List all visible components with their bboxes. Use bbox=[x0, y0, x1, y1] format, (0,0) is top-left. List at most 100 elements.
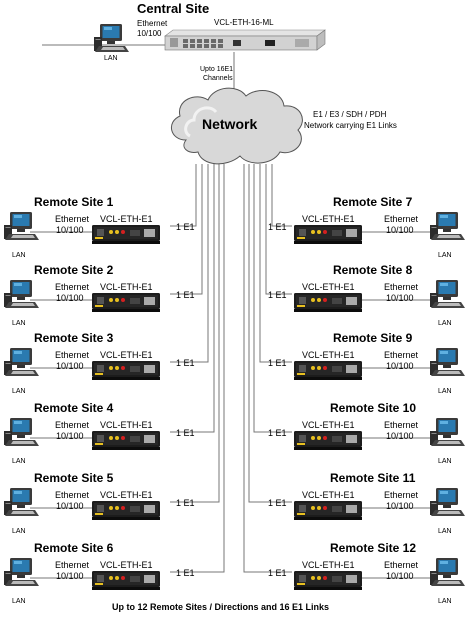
speed-label: 10/100 bbox=[56, 225, 84, 235]
e1-link-label: 1 E1 bbox=[268, 498, 287, 508]
remote-sites: Remote Site 1LANEthernet10/100VCL-ETH-E1… bbox=[4, 195, 465, 605]
ethernet-label: Ethernet bbox=[384, 560, 419, 570]
ethernet-label: Ethernet bbox=[55, 350, 90, 360]
remote-site-title: Remote Site 6 bbox=[34, 541, 114, 555]
remote-site-title: Remote Site 7 bbox=[333, 195, 413, 209]
lan-computer-icon bbox=[4, 488, 39, 516]
e1-link-label: 1 E1 bbox=[176, 358, 195, 368]
vcl-eth-e1-device-icon bbox=[294, 571, 362, 590]
e1-link-label: 1 E1 bbox=[268, 290, 287, 300]
device-label: VCL-ETH-E1 bbox=[302, 214, 355, 224]
lan-computer-icon bbox=[430, 280, 465, 308]
device-label: VCL-ETH-E1 bbox=[302, 560, 355, 570]
lan-computer-icon bbox=[4, 212, 39, 240]
remote-site-title: Remote Site 4 bbox=[34, 401, 114, 415]
lan-label: LAN bbox=[438, 458, 452, 465]
ethernet-label: Ethernet bbox=[384, 490, 419, 500]
lan-label: LAN bbox=[438, 528, 452, 535]
e1-link-label: 1 E1 bbox=[176, 428, 195, 438]
vcl-eth-e1-device-icon bbox=[92, 501, 160, 520]
speed-label: 10/100 bbox=[386, 293, 414, 303]
vcl-eth-e1-device-icon bbox=[92, 225, 160, 244]
lan-label: LAN bbox=[12, 388, 26, 395]
lan-label: LAN bbox=[12, 598, 26, 605]
vcl-eth-e1-device-icon bbox=[92, 361, 160, 380]
vcl-eth-e1-device-icon bbox=[294, 293, 362, 312]
lan-label: LAN bbox=[438, 320, 452, 327]
e1-link-label: 1 E1 bbox=[176, 568, 195, 578]
central-speed-label: 10/100 bbox=[137, 29, 162, 38]
remote-site-title: Remote Site 9 bbox=[333, 331, 413, 345]
lan-computer-icon bbox=[4, 280, 39, 308]
device-label: VCL-ETH-E1 bbox=[100, 282, 153, 292]
remote-site: Remote Site 11LANEthernet10/100VCL-ETH-E… bbox=[268, 471, 465, 535]
central-lan-computer-icon bbox=[94, 24, 129, 52]
speed-label: 10/100 bbox=[56, 501, 84, 511]
vcl-eth-e1-device-icon bbox=[92, 571, 160, 590]
device-label: VCL-ETH-E1 bbox=[100, 350, 153, 360]
e1-link-label: 1 E1 bbox=[268, 222, 287, 232]
lan-label: LAN bbox=[12, 252, 26, 259]
device-label: VCL-ETH-E1 bbox=[100, 560, 153, 570]
e1-link-label: 1 E1 bbox=[268, 358, 287, 368]
vcl-eth-e1-device-icon bbox=[294, 361, 362, 380]
vcl-eth-e1-device-icon bbox=[92, 293, 160, 312]
device-label: VCL-ETH-E1 bbox=[302, 282, 355, 292]
remote-site-title: Remote Site 3 bbox=[34, 331, 114, 345]
device-label: VCL-ETH-E1 bbox=[100, 214, 153, 224]
lan-computer-icon bbox=[430, 348, 465, 376]
remote-site: Remote Site 9LANEthernet10/100VCL-ETH-E1… bbox=[268, 331, 465, 395]
e1-link-label: 1 E1 bbox=[176, 498, 195, 508]
device-label: VCL-ETH-E1 bbox=[302, 350, 355, 360]
remote-site-title: Remote Site 5 bbox=[34, 471, 114, 485]
lan-computer-icon bbox=[430, 418, 465, 446]
speed-label: 10/100 bbox=[386, 501, 414, 511]
network-desc-line2: Network carrying E1 Links bbox=[304, 121, 397, 130]
lan-label: LAN bbox=[12, 458, 26, 465]
lan-label: LAN bbox=[12, 320, 26, 327]
network-cloud-icon bbox=[171, 87, 303, 165]
lan-computer-icon bbox=[430, 212, 465, 240]
speed-label: 10/100 bbox=[56, 293, 84, 303]
ethernet-label: Ethernet bbox=[55, 282, 90, 292]
vcl-eth-e1-device-icon bbox=[294, 225, 362, 244]
device-label: VCL-ETH-E1 bbox=[100, 490, 153, 500]
remote-site-title: Remote Site 11 bbox=[330, 471, 416, 485]
remote-site: Remote Site 2LANEthernet10/100VCL-ETH-E1… bbox=[4, 263, 195, 327]
speed-label: 10/100 bbox=[386, 571, 414, 581]
remote-site: Remote Site 8LANEthernet10/100VCL-ETH-E1… bbox=[268, 263, 465, 327]
link-lines bbox=[30, 44, 438, 579]
speed-label: 10/100 bbox=[56, 361, 84, 371]
ethernet-label: Ethernet bbox=[55, 490, 90, 500]
diagram-footer-caption: Up to 12 Remote Sites / Directions and 1… bbox=[112, 602, 329, 612]
lan-computer-icon bbox=[4, 348, 39, 376]
lan-label: LAN bbox=[438, 388, 452, 395]
speed-label: 10/100 bbox=[386, 225, 414, 235]
device-label: VCL-ETH-E1 bbox=[100, 420, 153, 430]
central-site-title: Central Site bbox=[137, 1, 209, 16]
lan-computer-icon bbox=[4, 558, 39, 586]
device-label: VCL-ETH-E1 bbox=[302, 420, 355, 430]
vcl-eth-e1-device-icon bbox=[294, 431, 362, 450]
e1-link-label: 1 E1 bbox=[268, 568, 287, 578]
remote-site: Remote Site 12LANEthernet10/100VCL-ETH-E… bbox=[268, 541, 465, 605]
speed-label: 10/100 bbox=[56, 571, 84, 581]
ethernet-label: Ethernet bbox=[384, 214, 419, 224]
remote-site: Remote Site 10LANEthernet10/100VCL-ETH-E… bbox=[268, 401, 465, 465]
e1-link-label: 1 E1 bbox=[176, 222, 195, 232]
lan-computer-icon bbox=[430, 488, 465, 516]
vcl-eth-e1-device-icon bbox=[294, 501, 362, 520]
ethernet-label: Ethernet bbox=[55, 420, 90, 430]
speed-label: 10/100 bbox=[386, 361, 414, 371]
lan-label: LAN bbox=[12, 528, 26, 535]
speed-label: 10/100 bbox=[386, 431, 414, 441]
ethernet-label: Ethernet bbox=[55, 560, 90, 570]
channels-label-line2: Channels bbox=[203, 75, 233, 82]
channels-label-line1: Upto 16E1 bbox=[200, 66, 233, 73]
remote-site: Remote Site 7LANEthernet10/100VCL-ETH-E1… bbox=[268, 195, 465, 259]
lan-computer-icon bbox=[4, 418, 39, 446]
